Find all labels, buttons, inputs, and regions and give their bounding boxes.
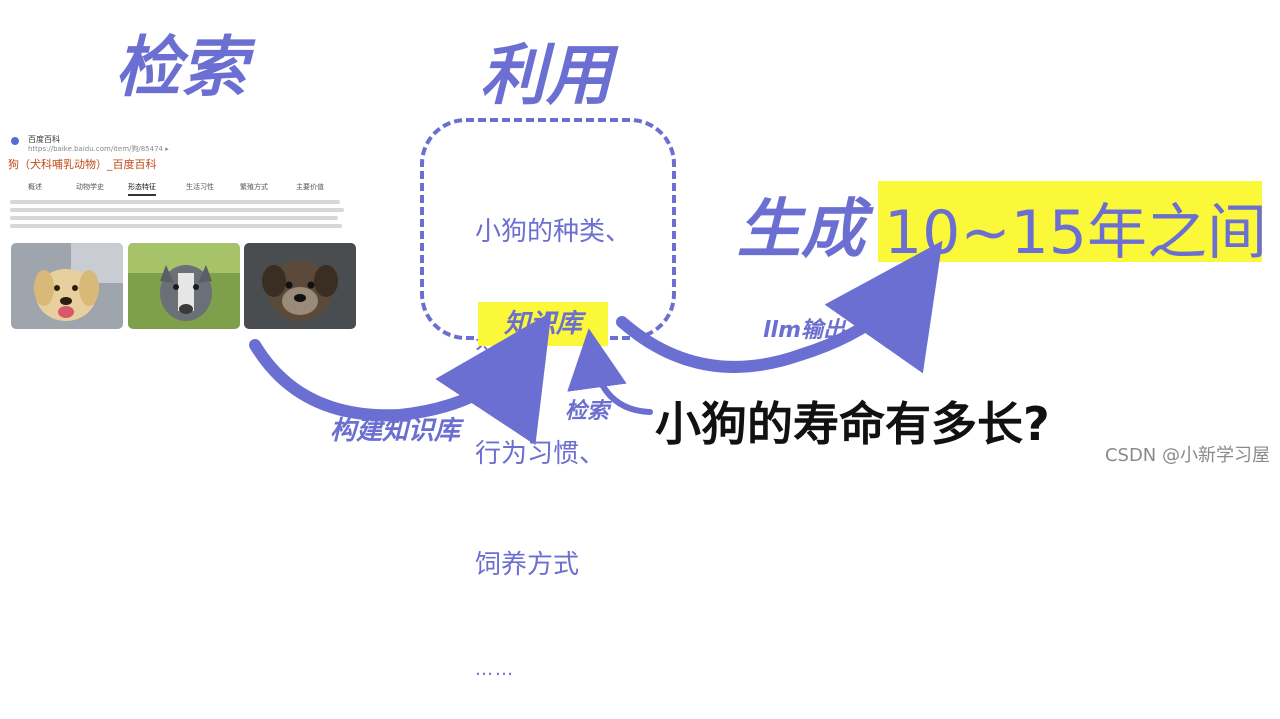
user-question: 小狗的寿命有多长? bbox=[655, 397, 1050, 451]
arrow-label-retrieve: 检索 bbox=[565, 399, 610, 424]
arrow-label-build: 构建知识库 bbox=[330, 416, 461, 446]
dog-photo-labrador bbox=[11, 243, 123, 329]
arrow-build-knowledge-base bbox=[249, 311, 552, 446]
baike-url: https://baike.baidu.com/item/狗/85474 ▸ bbox=[28, 145, 169, 153]
heading-use: 利用 bbox=[480, 37, 612, 114]
baike-tab-breeding[interactable]: 繁殖方式 bbox=[240, 183, 268, 191]
knowledge-line-types: 小狗的种类、 bbox=[475, 217, 632, 247]
baike-title-link[interactable]: 狗（犬科哺乳动物）_百度百科 bbox=[8, 158, 157, 171]
baike-text-line bbox=[10, 216, 338, 220]
baike-logo-icon bbox=[11, 137, 19, 145]
baike-tab-habits[interactable]: 生活习性 bbox=[186, 183, 214, 191]
watermark: CSDN @小新学习屋 bbox=[1104, 445, 1270, 466]
baike-tab-value[interactable]: 主要价值 bbox=[296, 183, 324, 191]
baike-text-line bbox=[10, 208, 344, 212]
knowledge-line-ellipsis: …… bbox=[475, 659, 515, 680]
baike-tab-history[interactable]: 动物学史 bbox=[76, 183, 104, 191]
knowledge-line-feeding: 饲养方式 bbox=[475, 550, 580, 580]
baike-tab-morphology[interactable]: 形态特征 bbox=[128, 182, 156, 196]
baike-site-name: 百度百科 bbox=[28, 135, 60, 144]
arrow-llm-output bbox=[616, 240, 943, 374]
baike-text-line bbox=[10, 200, 340, 204]
arrow-retrieve bbox=[567, 328, 653, 415]
dog-photo-terrier bbox=[244, 243, 356, 329]
answer-text: 10~15年之间 bbox=[884, 198, 1267, 268]
arrow-label-llm: llm输出 bbox=[763, 318, 846, 343]
baike-search-result: 百度百科 https://baike.baidu.com/item/狗/8547… bbox=[6, 128, 361, 343]
baike-text-line bbox=[10, 224, 342, 228]
baike-tab-overview[interactable]: 概述 bbox=[28, 183, 42, 191]
flow-arrows bbox=[249, 240, 943, 446]
dog-photo-pitbull bbox=[128, 243, 240, 329]
heading-retrieve: 检索 bbox=[115, 29, 247, 106]
